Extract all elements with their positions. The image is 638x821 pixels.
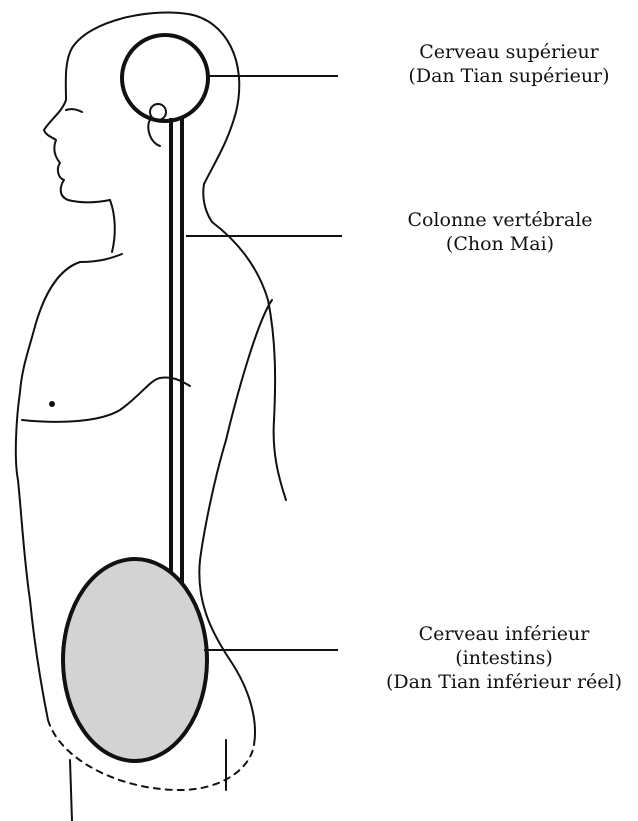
face-profile xyxy=(44,48,110,202)
nipple-dot xyxy=(49,401,55,407)
label-lower-brain-line3: (Dan Tian inférieur réel) xyxy=(370,670,638,694)
eye-mark xyxy=(66,109,82,112)
lower-dantian-ellipse xyxy=(63,559,207,761)
label-lower-brain-line1: Cerveau inférieur xyxy=(370,622,638,646)
back-outline xyxy=(212,222,286,500)
chest-line xyxy=(22,377,190,421)
head-outline xyxy=(72,12,239,222)
neck-base xyxy=(80,254,122,262)
label-spine-line1: Colonne vertébrale xyxy=(380,208,620,232)
label-upper-brain-line1: Cerveau supérieur xyxy=(380,40,638,64)
label-spine: Colonne vertébrale (Chon Mai) xyxy=(380,208,620,256)
leg-line-front xyxy=(70,760,72,821)
lower-back-outline xyxy=(199,440,255,745)
label-upper-brain: Cerveau supérieur (Dan Tian supérieur) xyxy=(380,40,638,88)
label-lower-brain-line2: (intestins) xyxy=(370,646,638,670)
label-lower-brain: Cerveau inférieur (intestins) (Dan Tian … xyxy=(370,622,638,694)
arm-outline xyxy=(226,300,272,440)
label-spine-line2: (Chon Mai) xyxy=(380,232,620,256)
throat-outline xyxy=(110,200,115,252)
label-upper-brain-line2: (Dan Tian supérieur) xyxy=(380,64,638,88)
spine-top-circle xyxy=(150,104,166,120)
